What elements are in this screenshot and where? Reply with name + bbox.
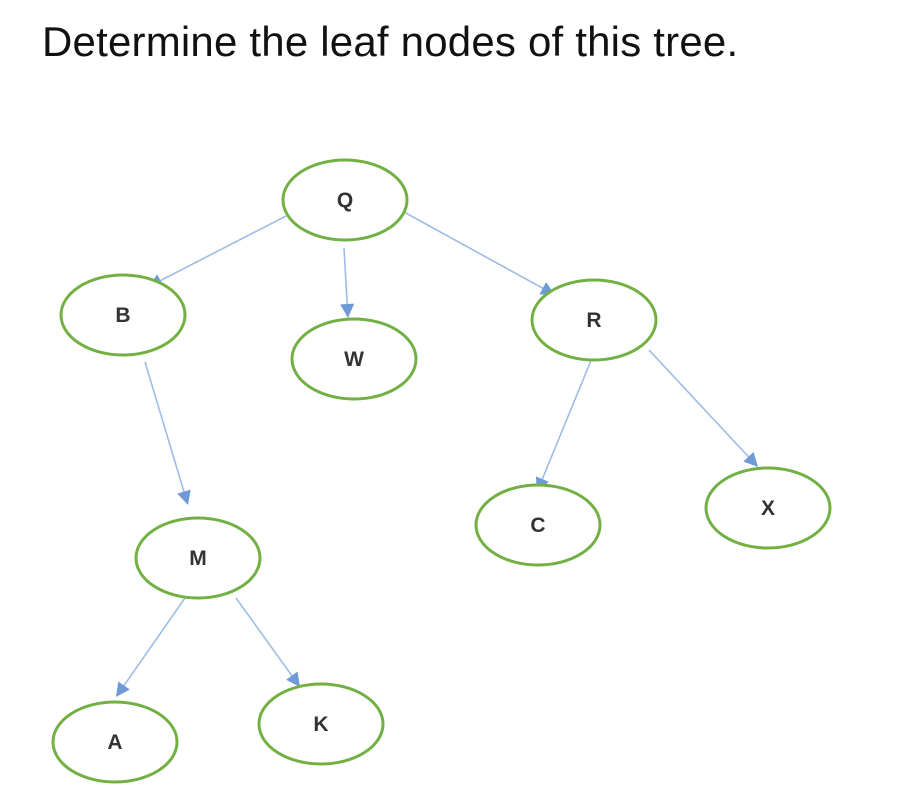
edge-line xyxy=(403,211,545,290)
node-ellipse xyxy=(134,516,262,600)
arrow-head-icon xyxy=(116,681,130,697)
arrow-head-icon xyxy=(340,303,355,318)
edge-line xyxy=(144,361,186,494)
node-label: C xyxy=(530,514,545,537)
node-label: B xyxy=(115,304,130,327)
node-ellipse xyxy=(704,466,832,550)
node-label: W xyxy=(344,348,364,371)
node-w: W xyxy=(290,317,418,401)
question-text: Determine the leaf nodes of this tree. xyxy=(42,18,739,65)
node-label: K xyxy=(313,713,328,736)
node-b: B xyxy=(59,273,187,357)
node-c: C xyxy=(474,483,602,567)
node-a: A xyxy=(51,700,179,784)
edge-line xyxy=(235,597,294,678)
arrow-head-icon xyxy=(286,671,300,687)
node-ellipse xyxy=(257,682,385,766)
node-ellipse xyxy=(530,278,658,362)
edge-q-w xyxy=(340,247,355,318)
edge-r-c xyxy=(535,357,593,492)
edge-r-x xyxy=(648,349,758,467)
arrow-head-icon xyxy=(177,489,191,505)
edge-line xyxy=(343,247,349,307)
node-label: M xyxy=(189,547,207,570)
node-r: R xyxy=(530,278,658,362)
node-ellipse xyxy=(474,483,602,567)
node-m: M xyxy=(134,516,262,600)
node-ellipse xyxy=(281,158,409,242)
tree-edges xyxy=(116,211,758,697)
edge-m-k xyxy=(235,597,300,687)
edge-q-r xyxy=(403,211,555,295)
edge-m-a xyxy=(116,597,186,697)
node-q: Q xyxy=(281,158,409,242)
edge-line xyxy=(648,349,751,459)
node-x: X xyxy=(704,466,832,550)
node-k: K xyxy=(257,682,385,766)
arrow-head-icon xyxy=(743,451,758,467)
node-label: A xyxy=(107,731,122,754)
edge-q-b xyxy=(148,215,287,287)
edge-line xyxy=(540,357,593,482)
node-label: X xyxy=(761,497,775,520)
node-ellipse xyxy=(59,273,187,357)
edge-b-m xyxy=(144,361,191,505)
node-ellipse xyxy=(290,317,418,401)
node-label: Q xyxy=(337,189,353,212)
node-label: R xyxy=(586,309,601,332)
node-ellipse xyxy=(51,700,179,784)
edge-line xyxy=(158,215,287,283)
tree-nodes: Q B W R M C X A K xyxy=(51,158,832,784)
edge-line xyxy=(122,597,186,688)
